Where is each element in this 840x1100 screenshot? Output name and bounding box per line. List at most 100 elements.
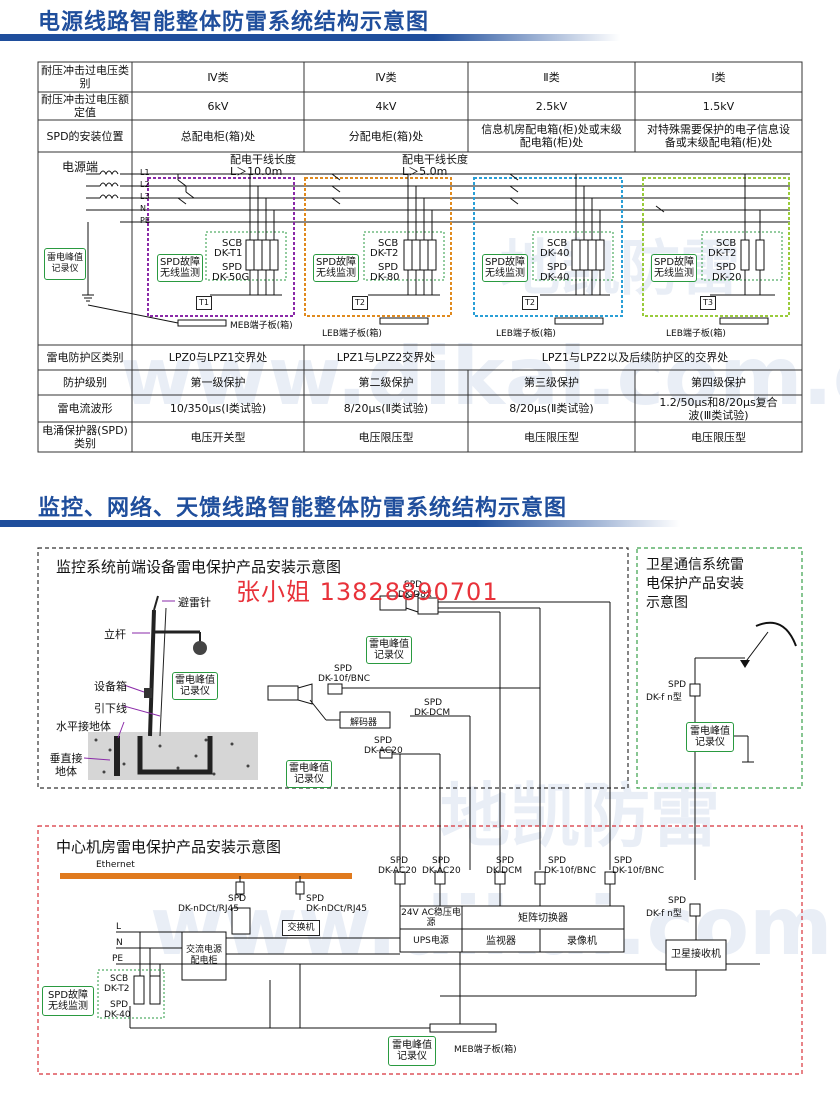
rated-3: 2.5kV xyxy=(535,99,568,113)
section2-diagram xyxy=(37,547,803,1075)
tag-3: T2 xyxy=(522,296,538,310)
category-2: Ⅳ类 xyxy=(375,70,397,84)
spd-model-4: DK-20 xyxy=(712,272,742,283)
spd-type-4: 电压限压型 xyxy=(691,430,746,444)
center-line-l: L xyxy=(116,922,122,932)
front-spd3-model: DK-DCM xyxy=(414,708,451,718)
waveform-3: 8/20μs(Ⅱ类试验) xyxy=(509,402,594,415)
center-line-pe: PE xyxy=(112,954,124,964)
row-header-rated: 耐压冲击过电压额定值 xyxy=(41,93,129,119)
location-3: 信息机房配电箱(柜)处或末级配电箱(柜)处 xyxy=(481,123,622,149)
front-spd4-label: SPD xyxy=(374,736,393,746)
level-1: 第一级保护 xyxy=(190,376,246,389)
center-scb-model: DK-T2 xyxy=(104,984,130,994)
row-header-location: SPD的安装位置 xyxy=(46,129,124,143)
contact-phone: 张小姐 13828890701 xyxy=(236,578,499,606)
vertical-ground-label: 垂直接地体 xyxy=(49,752,83,778)
rated-4: 1.5kV xyxy=(702,99,735,113)
scb-label-4: SCB xyxy=(716,238,737,249)
section2-header: 监控、网络、天馈线路智能整体防雷系统结构示意图 xyxy=(0,488,840,532)
lpz-1: LPZ0与LPZ1交界处 xyxy=(168,351,268,364)
top-spd2-model: DK-AC20 xyxy=(422,866,461,876)
line-label-l2: L2 xyxy=(140,180,150,189)
monitor-label: 监视器 xyxy=(486,935,516,947)
lpz-2: LPZ1与LPZ2交界处 xyxy=(336,351,436,364)
scb-label-1: SCB xyxy=(222,238,243,249)
row-header-level: 防护级别 xyxy=(63,376,107,389)
power-source-label: 电源端 xyxy=(62,160,99,174)
center-title: 中心机房雷电保护产品安装示意图 xyxy=(56,838,282,856)
feeder-length-1-value: L＞10.0m xyxy=(230,165,283,178)
section2-title: 监控、网络、天馈线路智能整体防雷系统结构示意图 xyxy=(38,496,568,521)
top-spd5-label: SPD xyxy=(614,856,633,866)
spd-type-3: 电压限压型 xyxy=(524,430,579,444)
center-sat-spd-model: DK-f n型 xyxy=(646,909,682,919)
front-spd1-model: DK-D8X xyxy=(398,590,432,600)
regulator-label: 24V AC稳压电源 xyxy=(401,908,461,928)
scb-model-1: DK-T1 xyxy=(214,248,243,259)
top-spd3-label: SPD xyxy=(496,856,515,866)
location-2: 分配电柜(箱)处 xyxy=(348,129,424,143)
row-header-lpz: 雷电防护区类别 xyxy=(46,351,124,364)
feeder-length-2: 配电干线长度 xyxy=(402,153,468,166)
lightning-rod-label: 避雷针 xyxy=(178,596,211,609)
center-spd-model: DK-40 xyxy=(104,1010,131,1020)
row-header-category: 耐压冲击过电压类别 xyxy=(41,64,129,90)
center-spd-label: SPD xyxy=(110,1000,129,1010)
center-line-n: N xyxy=(116,938,123,948)
matrix-switcher-label: 矩阵切换器 xyxy=(518,912,568,924)
category-1: Ⅳ类 xyxy=(207,70,229,84)
section1-header: 电源线路智能整体防雷系统结构示意图 xyxy=(0,0,840,44)
terminal-bar-3: LEB端子板(箱) xyxy=(496,329,556,339)
spd-fault-monitor-1: SPD故障无线监测 xyxy=(157,254,203,282)
center-scb-label: SCB xyxy=(110,974,129,984)
satellite-receiver-label: 卫星接收机 xyxy=(671,949,721,960)
spd-model-1: DK-50G xyxy=(212,272,250,283)
recorder-box-1: 雷电峰值记录仪 xyxy=(44,248,86,280)
satellite-recorder: 雷电峰值记录仪 xyxy=(686,722,734,752)
scb-model-4: DK-T2 xyxy=(708,248,737,259)
feeder-length-1: 配电干线长度 xyxy=(230,153,296,166)
equipment-box-label: 设备箱 xyxy=(94,680,127,693)
rj45-spd2-label: SPD xyxy=(306,894,325,904)
front-recorder-3: 雷电峰值记录仪 xyxy=(286,760,332,788)
rated-1: 6kV xyxy=(207,99,229,113)
terminal-bar-4: LEB端子板(箱) xyxy=(666,329,726,339)
terminal-bar-1: MEB端子板(箱) xyxy=(230,321,293,331)
scb-label-3: SCB xyxy=(547,238,568,249)
satellite-spd-model: DK-f n型 xyxy=(646,693,682,703)
terminal-bar-2: LEB端子板(箱) xyxy=(322,329,382,339)
front-spd4-model: DK-AC20 xyxy=(364,746,403,756)
tag-2: T2 xyxy=(352,296,368,310)
tag-1: T1 xyxy=(196,296,212,310)
rj45-spd1-label: SPD xyxy=(228,894,247,904)
front-spd2-label: SPD xyxy=(334,664,353,674)
video-recorder-label: 录像机 xyxy=(567,935,597,947)
scb-model-2: DK-T2 xyxy=(370,248,399,259)
center-spd-fault-monitor: SPD故障无线监测 xyxy=(42,986,94,1016)
line-label-l1: L1 xyxy=(140,168,150,177)
lpz-3: LPZ1与LPZ2以及后续防护区的交界处 xyxy=(541,351,729,364)
row-header-spd-type: 电涌保护器(SPD)类别 xyxy=(42,424,128,450)
center-recorder: 雷电峰值记录仪 xyxy=(388,1036,436,1066)
level-3: 第三级保护 xyxy=(524,376,579,389)
satellite-title: 卫星通信系统雷电保护产品安装示意图 xyxy=(646,556,744,611)
front-spd2-model: DK-10f/BNC xyxy=(318,674,370,684)
rated-2: 4kV xyxy=(375,99,397,113)
section1-title-bar xyxy=(0,34,620,41)
center-meb-label: MEB端子板(箱) xyxy=(454,1045,517,1055)
spd-fault-monitor-3: SPD故障无线监测 xyxy=(482,254,528,282)
center-sat-spd-label: SPD xyxy=(668,896,687,906)
spd-model-2: DK-80 xyxy=(370,272,400,283)
location-1: 总配电柜(箱)处 xyxy=(180,129,256,143)
table-grid xyxy=(37,61,803,453)
rj45-spd1-model: DK-nDCt/RJ45 xyxy=(178,904,239,914)
satellite-spd-label: SPD xyxy=(668,680,687,690)
waveform-1: 10/350μs(Ⅰ类试验) xyxy=(169,402,267,415)
top-spd2-label: SPD xyxy=(432,856,451,866)
location-4: 对特殊需要保护的电子信息设备或末级配电箱(柜)处 xyxy=(647,123,790,149)
tag-4: T3 xyxy=(700,296,716,310)
spd-label-1: SPD xyxy=(222,262,243,273)
ethernet-label: Ethernet xyxy=(96,860,135,870)
spd-model-3: DK-40 xyxy=(540,272,570,283)
